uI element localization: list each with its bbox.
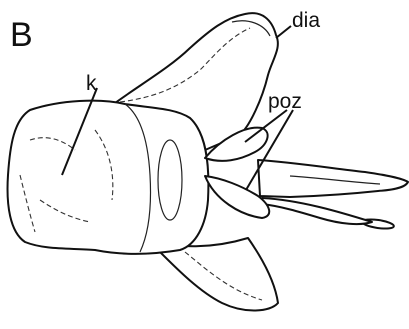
dia-label: dia bbox=[292, 9, 320, 32]
centrum bbox=[8, 101, 209, 254]
k-label: k bbox=[86, 72, 97, 95]
poz-label: poz bbox=[268, 90, 302, 113]
panel-letter: B bbox=[10, 16, 33, 54]
neural-spine bbox=[258, 160, 408, 197]
spine-lower-edge bbox=[262, 198, 372, 224]
dia-leader-line bbox=[276, 26, 291, 38]
